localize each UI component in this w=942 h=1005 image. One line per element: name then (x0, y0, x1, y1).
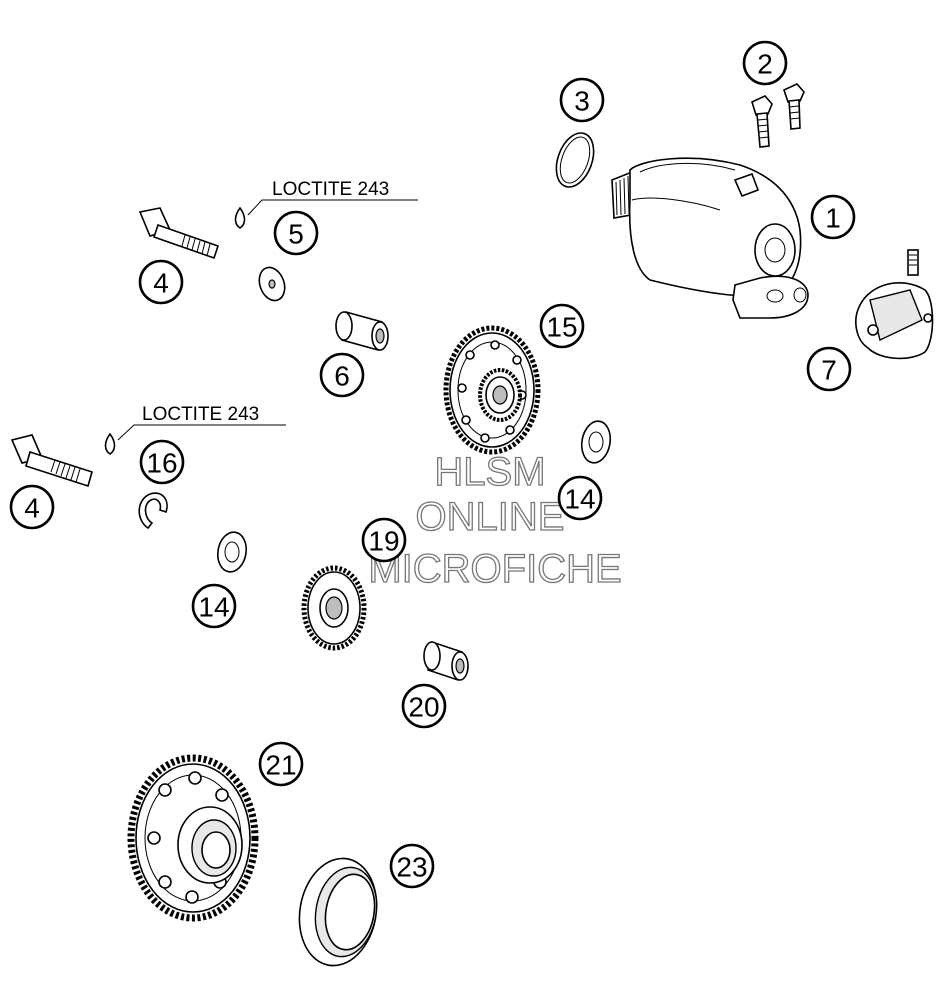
callout-6[interactable]: 6 (319, 352, 365, 398)
callout-14a[interactable]: 14 (557, 475, 603, 521)
loctite-droplet-left (104, 424, 286, 455)
part-2-bolts (751, 83, 805, 148)
callout-4a[interactable]: 4 (138, 259, 184, 305)
callout-3-label: 3 (574, 86, 590, 117)
callout-4a-label: 4 (153, 268, 169, 299)
part-4-screw-left (10, 434, 93, 488)
watermark-line-1: HLSM (434, 450, 545, 494)
callout-4b[interactable]: 4 (9, 484, 55, 530)
part-5-washer (258, 266, 286, 302)
watermark-line-2: ONLINE (416, 495, 565, 539)
part-14-washer-right (580, 420, 612, 464)
callout-20[interactable]: 20 (401, 683, 447, 729)
part-21-gear (127, 754, 259, 922)
callout-7-label: 7 (821, 355, 837, 386)
callout-4b-label: 4 (24, 493, 40, 524)
callout-19-label: 19 (368, 526, 399, 557)
callout-1-label: 1 (825, 203, 841, 234)
callout-16-label: 16 (146, 448, 177, 479)
callout-1[interactable]: 1 (810, 194, 856, 240)
callout-3[interactable]: 3 (559, 77, 605, 123)
callout-6-label: 6 (334, 361, 350, 392)
part-3-o-ring (555, 132, 595, 188)
part-23-ring (298, 857, 378, 967)
callout-2-label: 2 (757, 49, 773, 80)
callout-15[interactable]: 15 (539, 303, 585, 349)
callout-19[interactable]: 19 (361, 517, 407, 563)
watermark: HLSM ONLINE MICROFICHE (368, 449, 623, 591)
part-7-brush-holder (855, 249, 934, 360)
callout-23-label: 23 (396, 852, 427, 883)
callout-5[interactable]: 5 (273, 210, 319, 256)
watermark-line-3: MICROFICHE (368, 547, 621, 591)
part-16-circlip (138, 492, 168, 530)
callout-14b[interactable]: 14 (191, 583, 237, 629)
callout-15-label: 15 (546, 312, 577, 343)
part-15-gear (443, 325, 541, 455)
loctite-label-left: LOCTITE 243 (142, 404, 259, 425)
part-14-washer-left (216, 531, 248, 573)
callout-21-label: 21 (265, 750, 296, 781)
part-4-screw-top (138, 207, 220, 260)
part-1-starter-motor (611, 157, 809, 319)
loctite-label-top: LOCTITE 243 (272, 179, 389, 200)
callout-16[interactable]: 16 (139, 439, 185, 485)
callout-21[interactable]: 21 (258, 741, 304, 787)
callout-7[interactable]: 7 (806, 346, 852, 392)
part-20-bushing (423, 640, 469, 682)
callout-14b-label: 14 (198, 592, 229, 623)
callout-2[interactable]: 2 (742, 40, 788, 86)
callout-20-label: 20 (408, 692, 439, 723)
loctite-droplet-top (234, 199, 418, 229)
callout-14a-label: 14 (564, 484, 595, 515)
part-19-gear (301, 565, 367, 651)
part-6-bushing (335, 310, 389, 352)
callout-23[interactable]: 23 (389, 843, 435, 889)
callout-5-label: 5 (288, 219, 304, 250)
